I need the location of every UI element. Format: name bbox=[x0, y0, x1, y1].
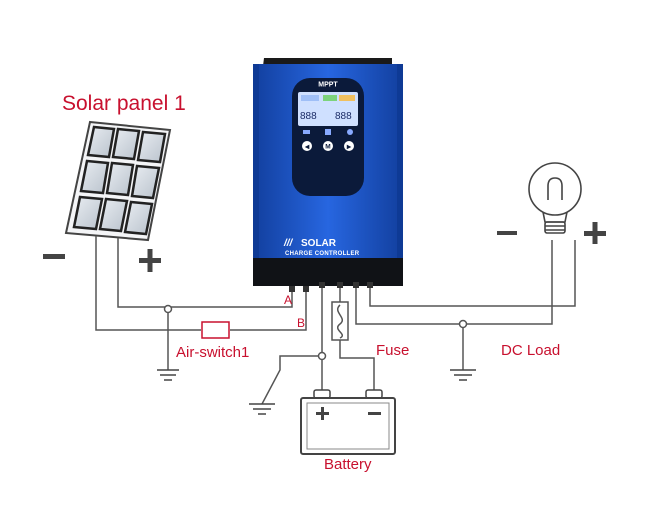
terminal-post bbox=[289, 286, 295, 292]
terminal-post bbox=[319, 282, 325, 288]
right-button-glyph: ▶ bbox=[347, 145, 352, 151]
junction-dot bbox=[458, 319, 468, 329]
terminal-a-label: A bbox=[284, 293, 292, 307]
ground-icon bbox=[450, 369, 476, 381]
wires bbox=[95, 236, 576, 405]
ground-icon bbox=[249, 403, 275, 415]
terminal-post bbox=[337, 282, 343, 288]
terminal-post bbox=[353, 282, 359, 288]
brand-stripes: /// bbox=[283, 238, 294, 249]
charge-controller: MPPT 888 888 ◀ M ▶ /// SOLAR CHARGE CONT… bbox=[253, 58, 403, 292]
terminal-post bbox=[303, 286, 309, 292]
battery-icon bbox=[300, 389, 396, 455]
terminal-strip bbox=[253, 258, 403, 286]
solar-panel-label: Solar panel 1 bbox=[62, 92, 186, 115]
controller-badge: MPPT bbox=[318, 82, 338, 89]
left-button-glyph: ◀ bbox=[305, 145, 310, 151]
status-battery-icon bbox=[325, 129, 331, 135]
wire-panel-b-to-controller bbox=[230, 292, 307, 331]
wire-battery-positive bbox=[339, 340, 375, 390]
panel-plus-sign bbox=[139, 249, 161, 272]
wire-load-negative bbox=[355, 240, 553, 325]
dc-load-label: DC Load bbox=[501, 342, 561, 359]
battery-label: Battery bbox=[324, 456, 372, 473]
air-switch-icon bbox=[201, 321, 230, 339]
menu-button-glyph: M bbox=[325, 144, 330, 151]
battery-minus-sign bbox=[368, 412, 381, 415]
air-switch-label: Air-switch1 bbox=[176, 344, 250, 361]
wire-panel-a bbox=[117, 238, 293, 308]
fuse-icon bbox=[331, 301, 349, 341]
solar-panel-icon bbox=[64, 120, 172, 242]
load-minus-sign bbox=[497, 231, 517, 235]
brand-title: SOLAR bbox=[301, 238, 337, 249]
brand-subtitle: CHARGE CONTROLLER bbox=[285, 251, 360, 257]
terminal-post bbox=[367, 282, 373, 288]
lcd-readout-left: 888 bbox=[300, 111, 317, 122]
light-bulb-icon bbox=[528, 162, 582, 234]
right-button[interactable] bbox=[344, 141, 354, 151]
wire-panel-b bbox=[95, 236, 201, 331]
wire-battery-negative-ground bbox=[261, 287, 323, 405]
junction-dot bbox=[163, 304, 173, 314]
load-plus-sign bbox=[584, 222, 606, 244]
menu-button[interactable] bbox=[323, 141, 333, 151]
lcd-readout-right: 888 bbox=[335, 111, 352, 122]
status-panel-icon bbox=[303, 130, 310, 134]
terminal-b-label: B bbox=[297, 316, 305, 330]
fuse-label: Fuse bbox=[376, 342, 410, 359]
ground-icon bbox=[157, 369, 179, 381]
panel-minus-sign bbox=[43, 254, 65, 259]
junction-dots bbox=[163, 304, 468, 361]
badge-box bbox=[314, 79, 342, 88]
junction-dot bbox=[317, 351, 327, 361]
wire-load-positive bbox=[369, 240, 576, 307]
left-button[interactable] bbox=[302, 141, 312, 151]
status-bulb-icon bbox=[347, 129, 353, 135]
